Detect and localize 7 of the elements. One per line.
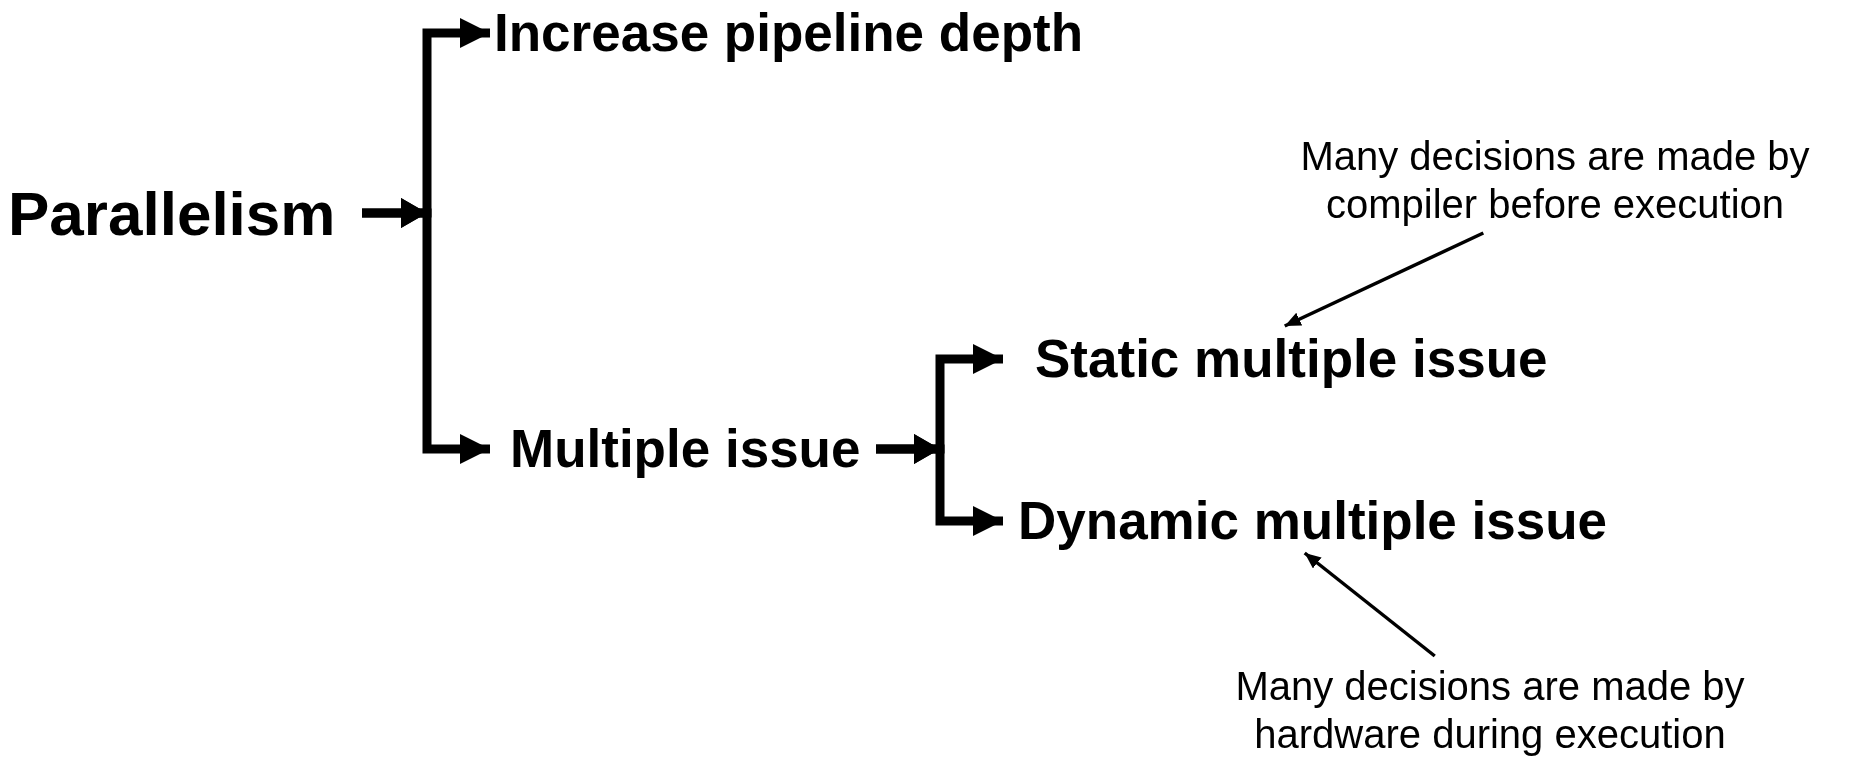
root-label: Parallelism	[8, 177, 336, 250]
branch-label: Multiple issue	[510, 418, 861, 481]
annotation-text: Many decisions are made by compiler before execution	[1299, 133, 1811, 228]
branch-label: Dynamic multiple issue	[1018, 490, 1608, 553]
branch-label: Increase pipeline depth	[494, 2, 1084, 65]
annotation-text: Many decisions are made by hardware during execution	[1234, 663, 1746, 758]
branch-label: Static multiple issue	[1035, 328, 1548, 391]
